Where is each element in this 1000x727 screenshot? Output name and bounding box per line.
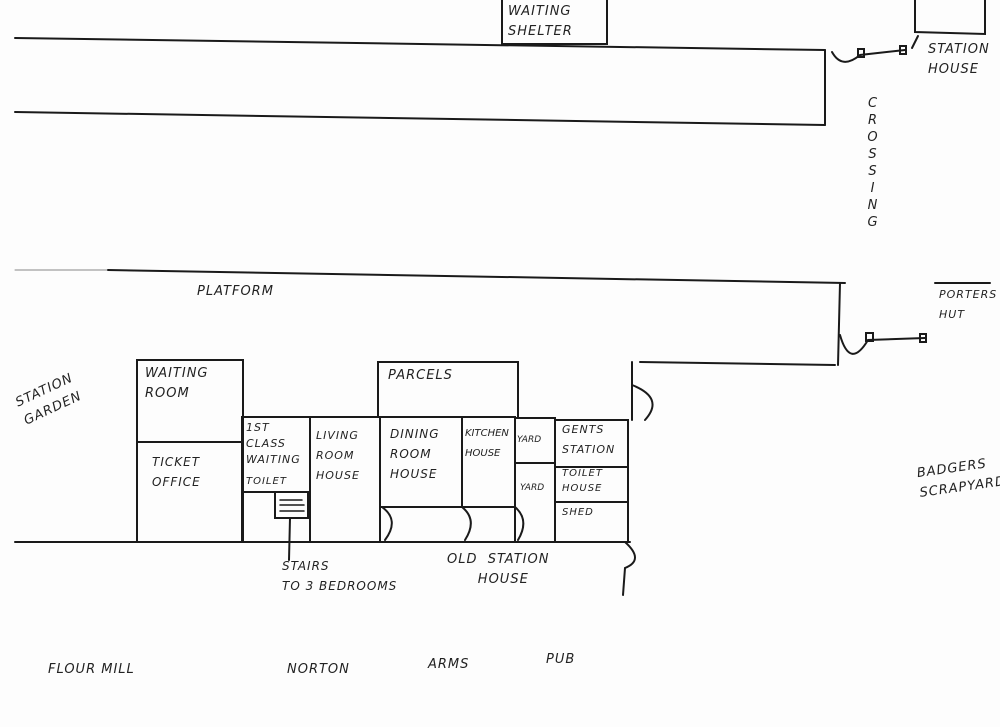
- label-living-room: LIVING ROOM HOUSE: [316, 429, 360, 482]
- label-norton: NORTON: [287, 662, 350, 677]
- label-toilet-house: TOILET HOUSE: [562, 468, 603, 494]
- label-porters-hut: PORTERS HUT: [939, 288, 998, 321]
- label-stairs: STAIRS TO 3 BEDROOMS: [282, 559, 398, 593]
- label-flour-mill: FLOUR MILL: [48, 662, 135, 677]
- label-shed: SHED: [562, 507, 594, 518]
- track-lines: [14, 37, 826, 126]
- label-ticket-office: TICKET OFFICE: [152, 455, 201, 489]
- label-dining-room: DINING ROOM HOUSE: [390, 427, 440, 481]
- label-waiting-room: WAITING ROOM: [145, 366, 209, 401]
- label-waiting-shelter: WAITING SHELTER: [508, 4, 573, 39]
- label-first-class: 1ST CLASS WAITING: [246, 421, 301, 466]
- buildings: [14, 359, 636, 596]
- label-arms: ARMS: [428, 657, 470, 672]
- stairs-box: [274, 491, 309, 519]
- shed-box: [554, 501, 629, 543]
- crossing-gate-bottom: [839, 332, 927, 355]
- label-parcels: PARCELS: [388, 368, 453, 383]
- crossing-gate-top: [831, 45, 907, 63]
- label-pub: PUB: [546, 652, 576, 667]
- track-line-upper: [14, 37, 826, 51]
- label-toilet: TOILET: [246, 476, 287, 487]
- label-kitchen: KITCHEN HOUSE: [465, 428, 509, 459]
- label-platform: PLATFORM: [197, 284, 274, 299]
- yard-lower-box: [514, 462, 556, 543]
- label-station-house: STATION HOUSE: [928, 42, 990, 77]
- platform-outline: [14, 269, 846, 421]
- label-crossing: CROSSING: [867, 96, 879, 230]
- label-yard-lower: YARD: [520, 483, 545, 493]
- waiting-shelter-box: [501, 0, 608, 45]
- label-yard-upper: YARD: [517, 435, 542, 445]
- label-old-station-house: OLD STATION HOUSE: [447, 552, 550, 587]
- station-house-box: [911, 0, 986, 49]
- track-line-lower: [14, 111, 826, 126]
- parcels-box: [377, 361, 519, 418]
- label-gents: GENTS STATION: [562, 423, 616, 456]
